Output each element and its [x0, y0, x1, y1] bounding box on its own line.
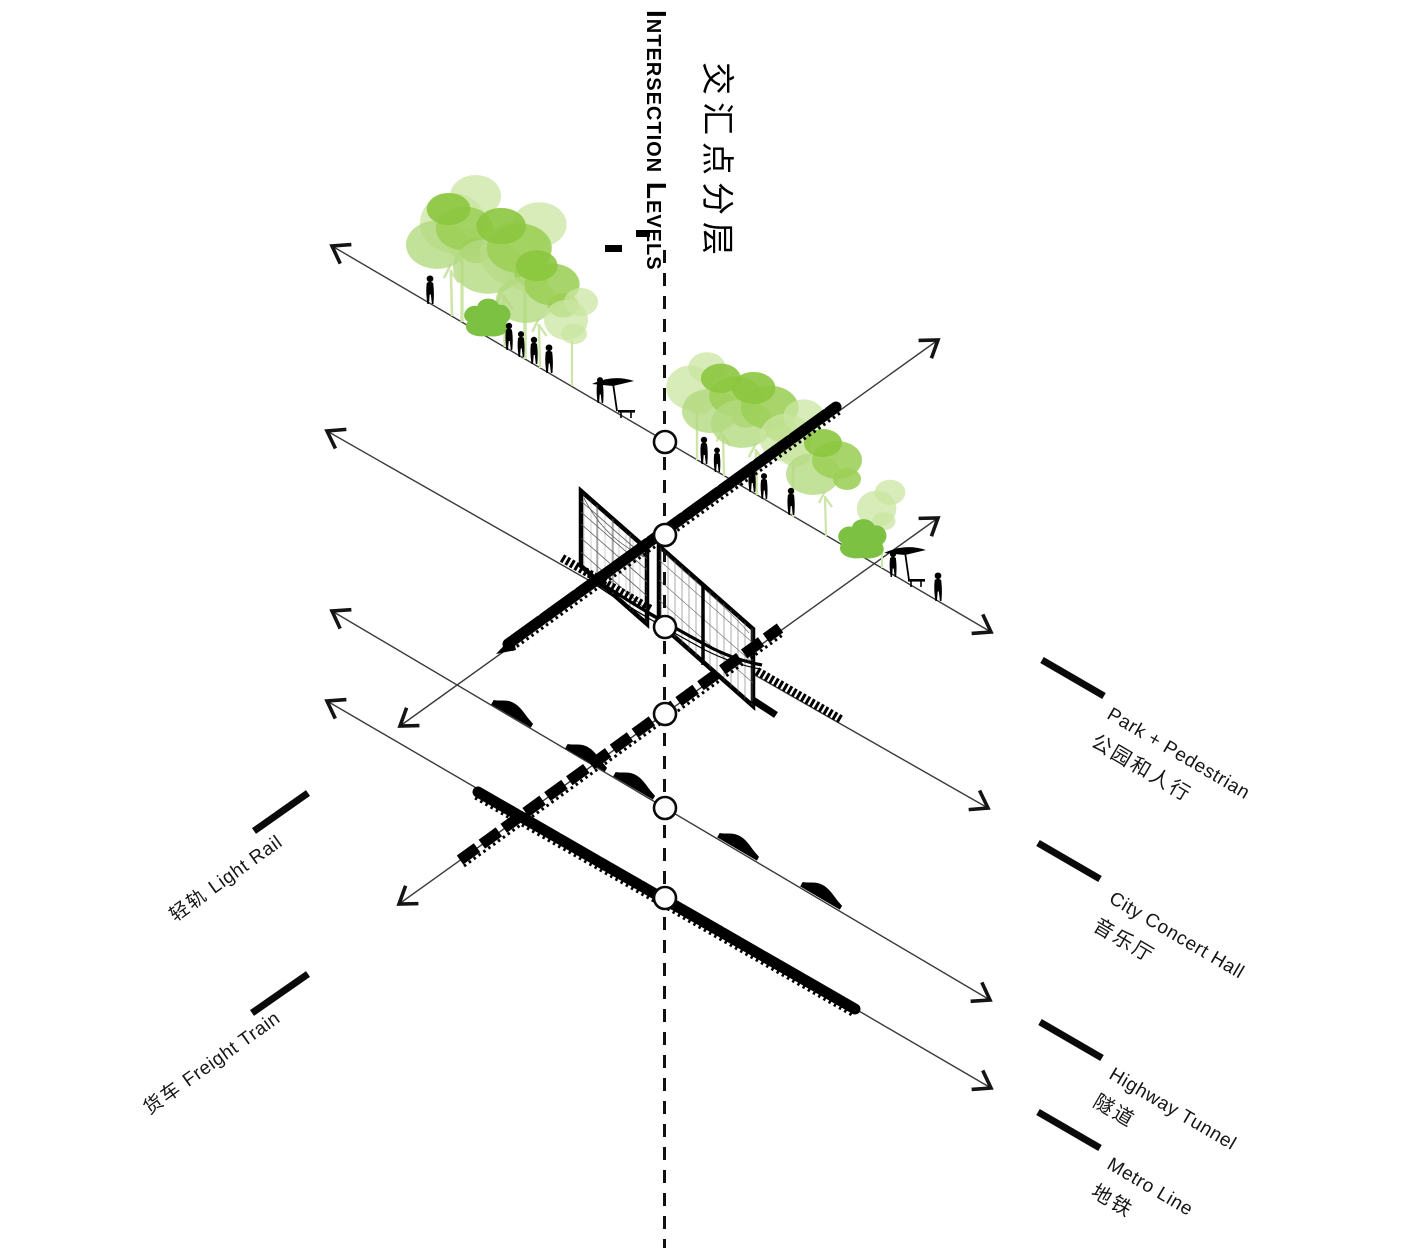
tick-city-concert-hall — [1036, 839, 1102, 883]
node-park — [652, 429, 678, 455]
concert-crowd — [559, 554, 845, 724]
level-lines — [324, 242, 994, 1092]
tick-metro-line — [1036, 1108, 1102, 1152]
node-light-rail — [652, 522, 678, 548]
title-ticks — [605, 230, 650, 252]
page-title-cn: 交汇点分层 — [699, 62, 736, 262]
intersection-nodes — [652, 429, 678, 911]
table-icon — [617, 409, 636, 419]
tick-highway-tunnel — [1038, 1018, 1104, 1062]
tick-light-rail — [251, 790, 311, 834]
node-freight — [652, 701, 678, 727]
node-highway — [652, 795, 678, 821]
node-metro — [652, 885, 678, 911]
tick-freight-train — [249, 971, 311, 1016]
freight-train-cars — [456, 623, 785, 868]
tunnel-ramp — [587, 572, 763, 667]
legend-ticks — [249, 656, 1106, 1152]
node-concert-hall — [652, 614, 678, 640]
page-title-en: Intersection Levels — [641, 10, 672, 271]
tick-park-pedestrian — [1040, 656, 1106, 700]
